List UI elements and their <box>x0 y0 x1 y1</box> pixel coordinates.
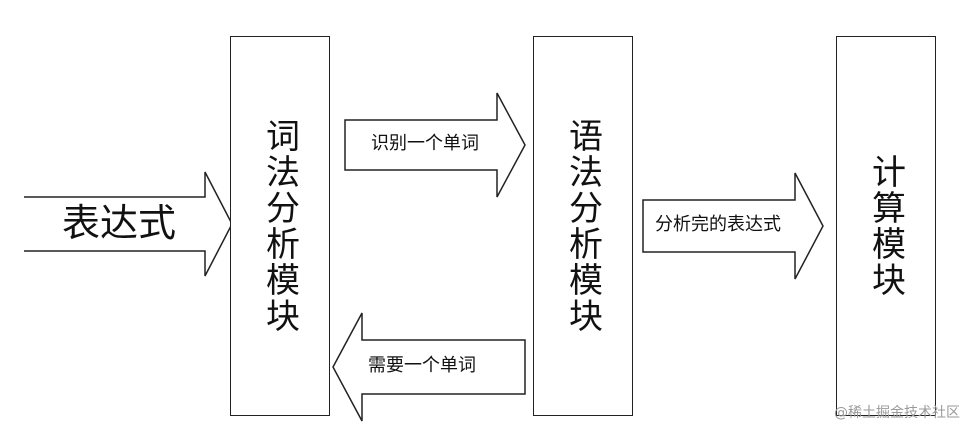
arrow-parsed-expression <box>642 172 824 280</box>
arrow-recognize-word <box>344 92 526 198</box>
lexer-module-box: 词法分析模块 <box>230 36 330 416</box>
arrow-need-word <box>332 312 526 422</box>
lexer-module-label: 词法分析模块 <box>259 118 300 334</box>
arrow-recognize-word-label: 识别一个单词 <box>371 133 479 154</box>
arrow-need-word-label: 需要一个单词 <box>368 355 476 376</box>
arrow-parsed-expression-label: 分析完的表达式 <box>655 214 781 235</box>
calculator-module-box: 计算模块 <box>836 36 936 416</box>
watermark: @稀土掘金技术社区 <box>834 405 960 421</box>
parser-module-box: 语法分析模块 <box>533 36 633 416</box>
calculator-module-label: 计算模块 <box>865 154 906 298</box>
parser-module-label: 语法分析模块 <box>562 118 603 334</box>
input-expression-label: 表达式 <box>62 201 177 245</box>
